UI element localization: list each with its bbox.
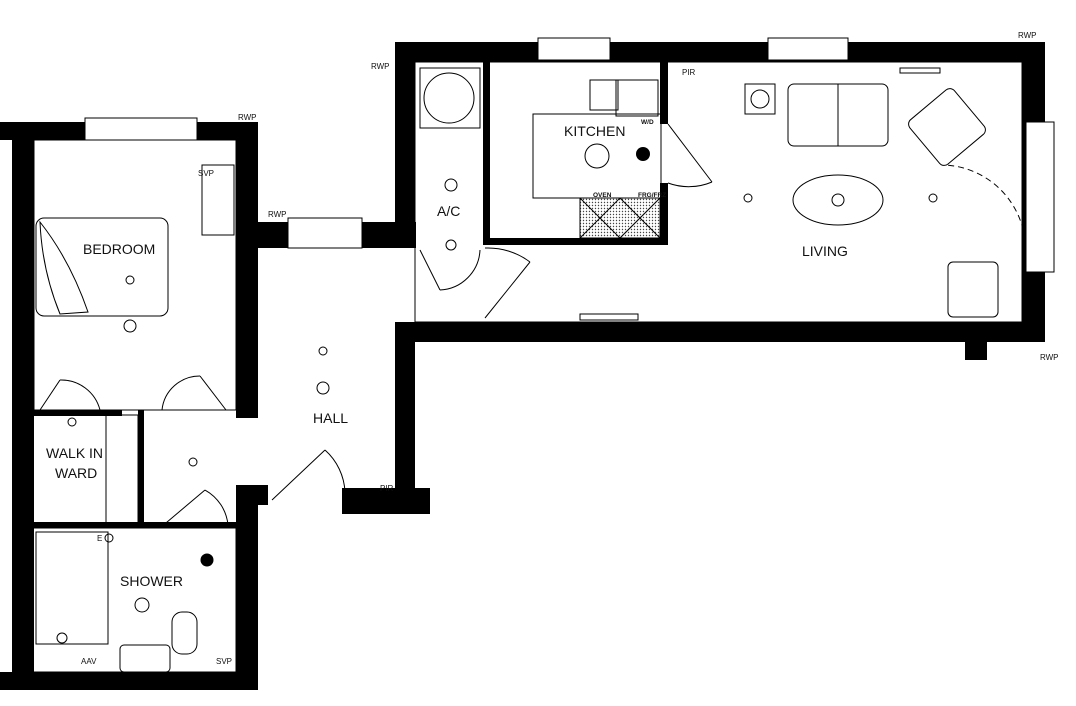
pir-label: PIR — [380, 484, 394, 493]
room-label-bedroom: BEDROOM — [83, 241, 155, 257]
room-labels: BEDROOM WALK IN WARD SHOWER HALL KITCHEN… — [46, 123, 848, 589]
svp-label: SVP — [216, 657, 232, 666]
rwp-label: RWP — [1040, 353, 1059, 362]
rwp-label: RWP — [371, 62, 390, 71]
rwp-label: RWP — [268, 210, 287, 219]
pir-label: PIR — [682, 68, 696, 77]
window — [1025, 121, 1055, 273]
e-label: E — [97, 534, 102, 543]
room-label-walk-in-ward-2: WARD — [55, 465, 97, 481]
kitchen-fixtures — [419, 67, 662, 251]
wd-label: W/D — [641, 119, 654, 126]
frg-frz-label: FRG/FRZ — [638, 192, 666, 199]
window — [767, 37, 849, 61]
room-label-walk-in-ward: WALK IN — [46, 445, 103, 461]
room-label-hall: HALL — [313, 410, 348, 426]
window — [84, 117, 198, 141]
room-label-living: LIVING — [802, 243, 848, 259]
window — [287, 217, 363, 249]
windows — [84, 37, 1055, 273]
svp-label: SVP — [198, 169, 214, 178]
rwp-label: RWP — [1018, 31, 1037, 40]
doors — [39, 123, 1027, 529]
window — [537, 37, 611, 61]
room-label-kitchen: KITCHEN — [564, 123, 625, 139]
room-label-shower: SHOWER — [120, 573, 183, 589]
oven-label: OVEN — [593, 192, 612, 199]
fixtures — [35, 164, 330, 673]
living-furniture — [579, 67, 999, 321]
room-label-ac: A/C — [437, 203, 460, 219]
annotations: RWP RWP RWP RWP RWP SVP SVP PIR PIR W/D … — [81, 31, 1059, 666]
rwp-label: RWP — [238, 113, 257, 122]
aav-label: AAV — [81, 657, 97, 666]
